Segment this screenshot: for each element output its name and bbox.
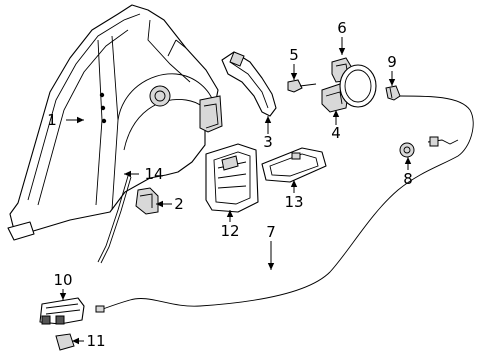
weatherstrip-drawing [97, 175, 132, 264]
callout-labels: 1 2 3 4 5 6 7 8 9 10 11 12 13 14 [47, 19, 413, 350]
callout-11: 11 [86, 332, 105, 350]
door-bumper-drawing [385, 85, 401, 101]
callout-13: 13 [284, 193, 303, 211]
housing-seal-drawing [261, 147, 327, 183]
callout-6: 6 [337, 19, 347, 37]
callout-4: 4 [331, 124, 341, 142]
cable-grommet-drawing [399, 142, 415, 158]
quarter-panel-drawing [7, 4, 223, 241]
leader-lines [59, 37, 412, 345]
callout-10: 10 [53, 271, 72, 289]
filler-housing-drawing [205, 143, 259, 213]
bolt-drawing [287, 79, 317, 93]
release-cable-drawing [95, 95, 474, 313]
callout-5: 5 [289, 46, 299, 64]
hinge-assembly-drawing [321, 64, 377, 113]
filler-reinforcement-drawing [221, 51, 277, 117]
callout-14: 14 [144, 165, 163, 183]
callout-9: 9 [387, 53, 397, 71]
callout-2: 2 [174, 195, 184, 213]
callout-3: 3 [263, 133, 273, 151]
callout-1: 1 [47, 111, 57, 129]
release-handle-drawing [39, 297, 85, 325]
callout-12: 12 [220, 222, 239, 240]
callout-8: 8 [403, 170, 413, 188]
callout-7: 7 [266, 223, 276, 241]
bracket-drawing [135, 187, 159, 215]
handle-cover-drawing [55, 333, 75, 351]
